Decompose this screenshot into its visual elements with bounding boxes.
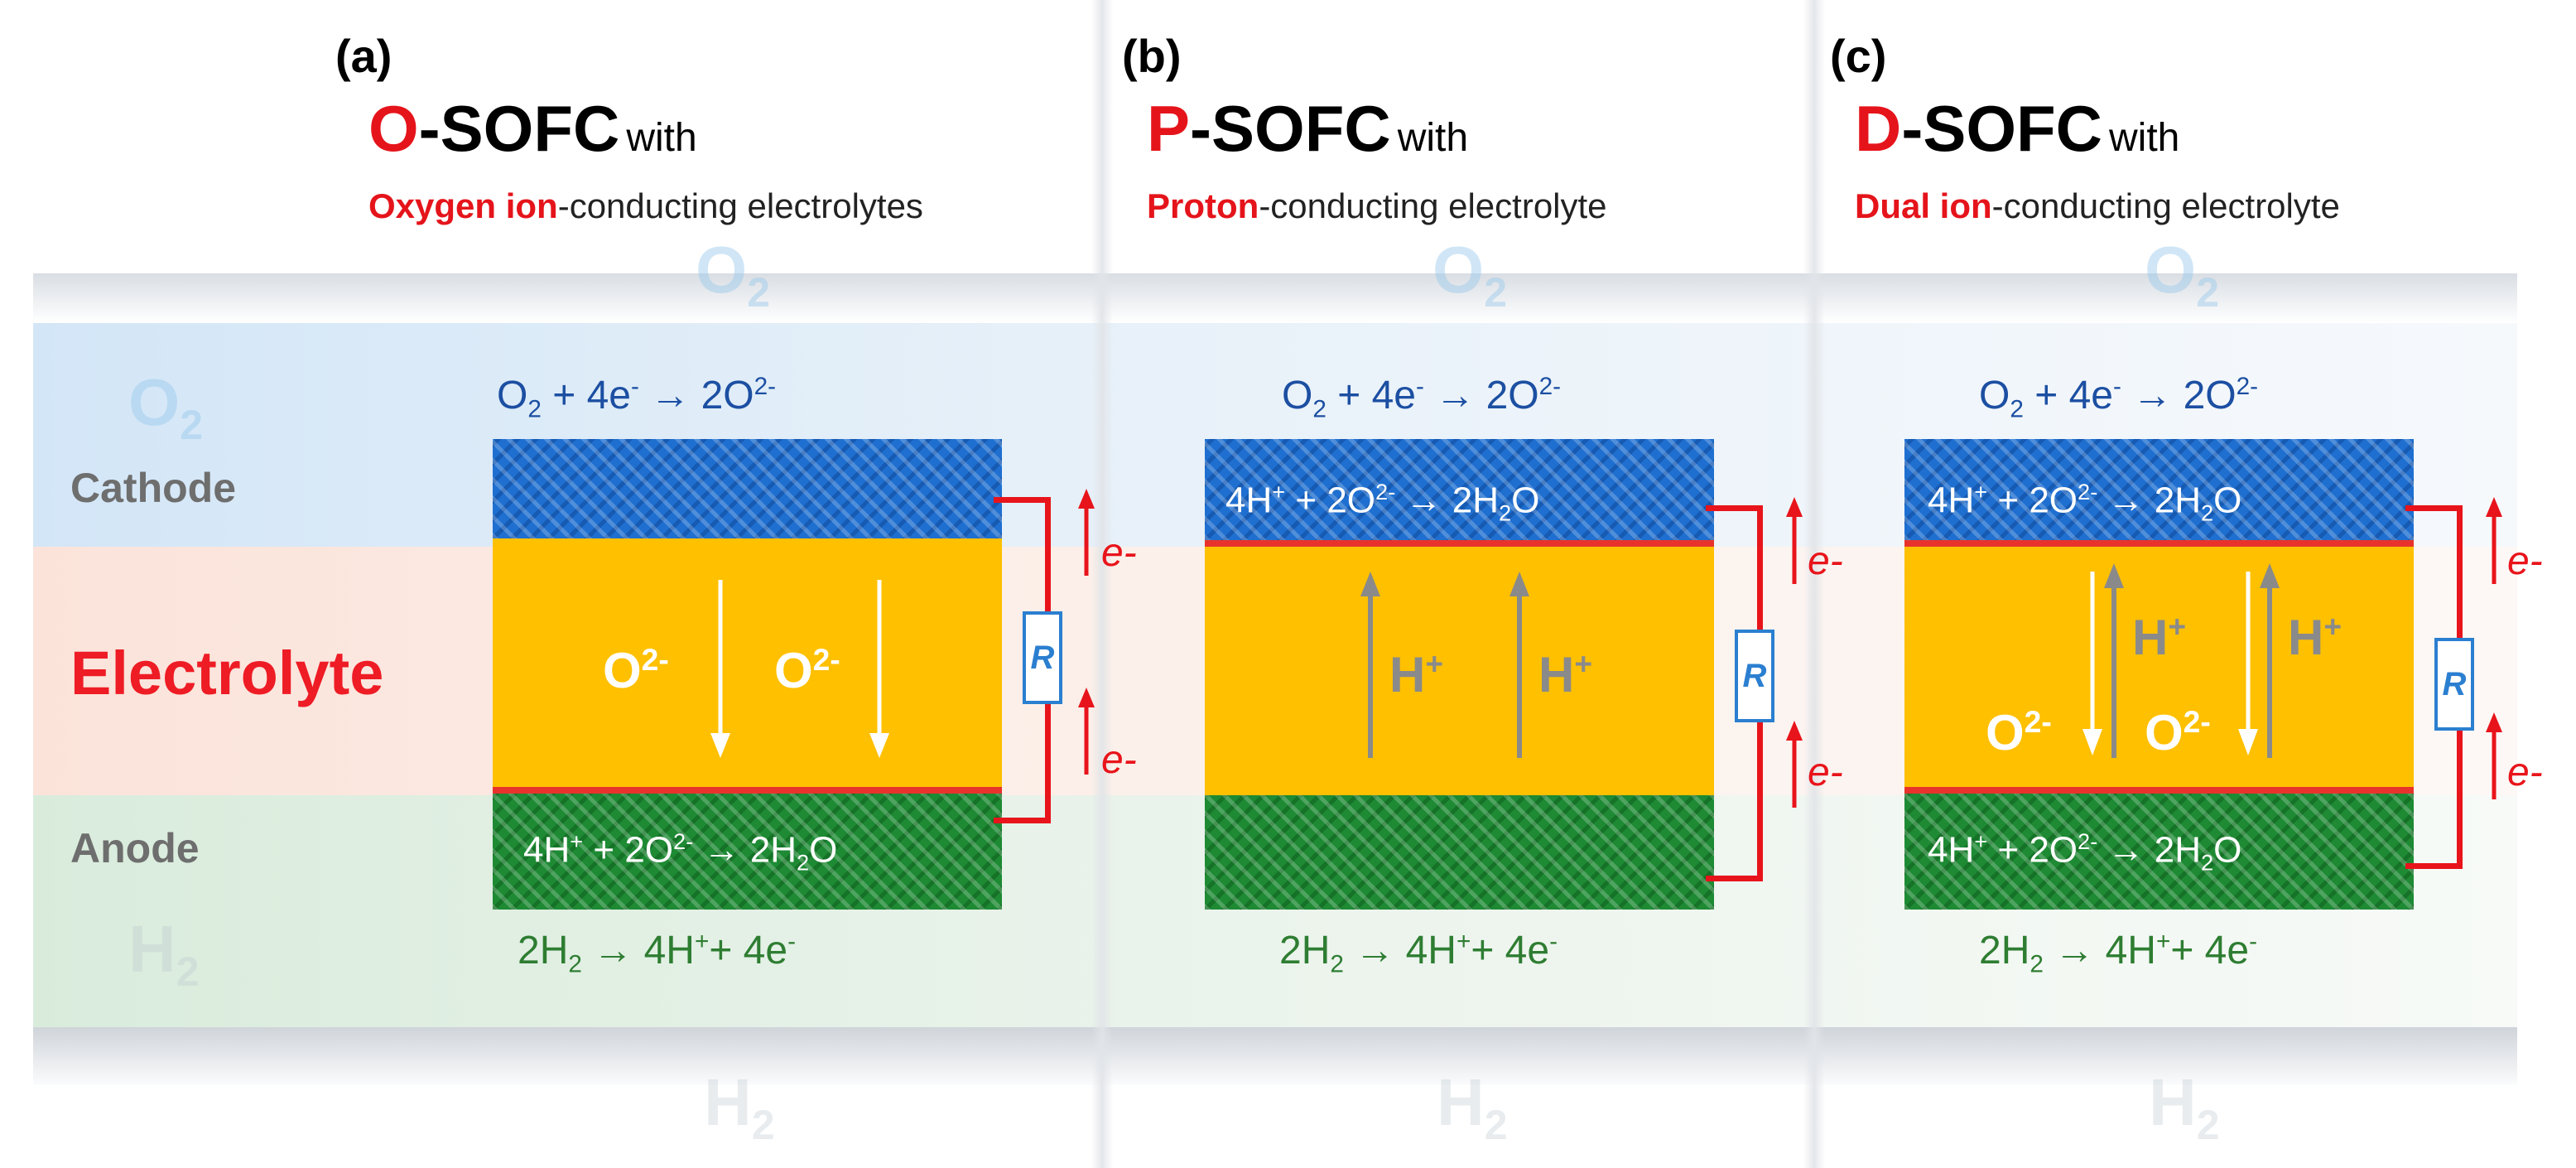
row-label-anode: Anode xyxy=(70,825,200,871)
ghost-h2-row: H2 xyxy=(128,912,200,995)
panel-b-anode-half-reaction: 2H2 → 4H++ 4e- xyxy=(1279,928,1558,978)
panel-a-electrolyte-layer xyxy=(493,538,1002,795)
panel-b-arrow-up-2 xyxy=(1509,572,1529,758)
panel-a-anode-layer xyxy=(493,794,1002,910)
panel-b-electron-arrow-bottom xyxy=(1786,721,1803,808)
panel-b-subtitle: Proton-conducting electrolyte xyxy=(1147,186,1607,225)
panel-c-electron-label-bottom: e- xyxy=(2507,751,2543,794)
panel-c-cathode-interface-reaction: 4H+ + 2O2- → 2H2O xyxy=(1928,479,2242,526)
panel-c-ion-h-2: H+ xyxy=(2288,609,2342,665)
panel-a-anode-half-reaction: 2H2 → 4H++ 4e- xyxy=(518,928,796,978)
panel-b-cathode-interface-reaction: 4H+ + 2O2- → 2H2O xyxy=(1225,479,1540,526)
row-label-cathode: Cathode xyxy=(70,465,236,511)
bottom-gas-channel xyxy=(33,1027,2517,1085)
panel-a-electron-arrow-bottom xyxy=(1078,688,1095,775)
panel-divider-2 xyxy=(1803,0,1825,1168)
panel-a-tag: (a) xyxy=(335,30,392,82)
top-gas-channel xyxy=(33,273,2517,323)
panel-a-electron-label-bottom: e- xyxy=(1101,738,1137,782)
panel-c-ion-o2-1: O2- xyxy=(1986,704,2052,760)
panel-c-arrow-up-1 xyxy=(2104,563,2124,758)
panel-a-interface-line xyxy=(493,787,1002,794)
panel-c-arrow-down-1 xyxy=(2082,572,2102,755)
panel-b-electron-arrow-top xyxy=(1786,497,1803,584)
panel-b-electron-label-bottom: e- xyxy=(1808,751,1843,794)
panel-b-resistor: R xyxy=(1735,630,1774,722)
panel-c-arrow-down-2 xyxy=(2238,572,2258,755)
panel-a-anode-reaction: 4H+ + 2O2- → 2H2O xyxy=(523,828,838,876)
panel-b-electrolyte-layer xyxy=(1205,547,1714,795)
panel-c-interface-line-bottom xyxy=(1904,787,2414,794)
panel-b-cathode-layer xyxy=(1205,439,1714,540)
panel-b-interface-line xyxy=(1205,540,1714,547)
panel-a-ion-o2-1: O2- xyxy=(603,642,669,698)
panel-a-subtitle: Oxygen ion-conducting electrolytes xyxy=(368,186,923,225)
panel-a-ion-o2-2: O2- xyxy=(774,642,840,698)
panel-a-cathode-layer xyxy=(493,439,1002,538)
panel-a-arrow-down-1 xyxy=(710,580,730,758)
ghost-o2-row: O2 xyxy=(128,365,204,448)
panel-b-ion-h-2: H+ xyxy=(1538,646,1593,702)
panel-c-electron-label-top: e- xyxy=(2507,539,2543,583)
ghost-o2-c: O2 xyxy=(2145,233,2220,316)
ghost-h2-b: H2 xyxy=(1437,1065,1508,1148)
ghost-h2-c: H2 xyxy=(2149,1065,2220,1148)
panel-a-arrow-down-2 xyxy=(869,580,889,758)
panel-c-electron-arrow-bottom xyxy=(2486,712,2502,799)
ghost-o2-a: O2 xyxy=(696,233,771,316)
panel-c-anode-interface-reaction: 4H+ + 2O2- → 2H2O xyxy=(1928,828,2242,876)
panel-c-electron-arrow-top xyxy=(2486,497,2502,584)
panel-c-ion-h-1: H+ xyxy=(2132,609,2187,665)
panel-c-anode-half-reaction: 2H2 → 4H++ 4e- xyxy=(1979,928,2257,978)
panel-a-electron-arrow-top xyxy=(1078,489,1095,576)
panel-c-arrow-up-2 xyxy=(2260,563,2280,758)
panel-a-electron-label-top: e- xyxy=(1101,531,1137,575)
panel-c-electrolyte-layer xyxy=(1904,547,2414,787)
panel-b-tag: (b) xyxy=(1122,30,1182,82)
panel-divider-1 xyxy=(1091,0,1113,1168)
panel-c-anode-layer xyxy=(1904,794,2414,910)
panel-c-interface-line-top xyxy=(1904,540,2414,547)
panel-c-resistor: R xyxy=(2434,638,2474,731)
panel-b-cathode-reaction: O2 + 4e- → 2O2- xyxy=(1282,373,1562,423)
panel-a-resistor: R xyxy=(1023,611,1062,704)
panel-b-anode-layer xyxy=(1205,795,1714,910)
panel-a-cathode-reaction: O2 + 4e- → 2O2- xyxy=(497,373,777,423)
ghost-h2-a: H2 xyxy=(704,1065,775,1148)
row-label-electrolyte: Electrolyte xyxy=(70,639,384,707)
panel-c-subtitle: Dual ion-conducting electrolyte xyxy=(1855,186,2340,225)
panel-b-arrow-up-1 xyxy=(1360,572,1380,758)
panel-c-tag: (c) xyxy=(1830,30,1887,82)
panel-b-electron-label-top: e- xyxy=(1808,539,1843,583)
panel-c-cathode-layer xyxy=(1904,439,2414,540)
panel-b-ion-h-1: H+ xyxy=(1389,646,1444,702)
panel-c-ion-o2-2: O2- xyxy=(2145,704,2211,760)
ghost-o2-b: O2 xyxy=(1432,233,1508,316)
panel-c-cathode-reaction: O2 + 4e- → 2O2- xyxy=(1979,373,2259,423)
